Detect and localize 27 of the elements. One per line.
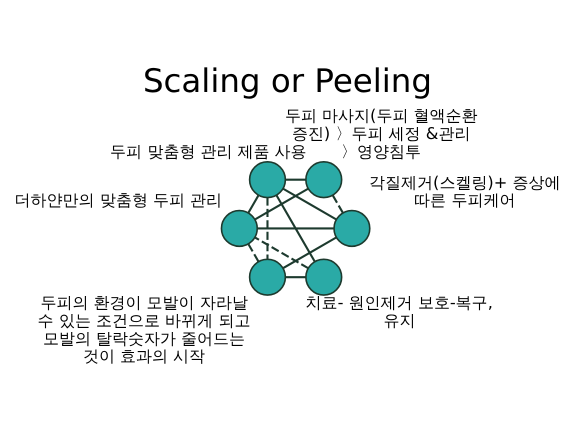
node-circle [305,160,342,198]
connector [332,194,344,213]
node-label: 두피 마사지(두피 혈액순환 [284,106,478,125]
connector [286,178,306,180]
node-label: 증진) 〉두피 세정 &관리 [292,124,470,143]
node-circle [220,209,258,247]
connector [276,194,316,262]
node-label: 각질제거(스켈링)+ 증상에 따른 두피케어 [369,172,560,210]
node-circle [305,258,342,296]
node-circle [248,258,286,296]
node-label: 치료- 원인제거 보호-복구, 유지 [306,292,493,330]
node-label: 두피 맞춤형 관리 제품 사용 [110,141,307,160]
connector [286,276,306,278]
connector [248,243,260,262]
connector [282,236,337,268]
connector [257,226,334,229]
connector [254,187,309,220]
node-label: 더하얀만의 맞춤형 두피 관리 [14,190,222,210]
node-circle [333,209,371,247]
connector [282,187,336,220]
connector [247,194,260,213]
diagram-title: Scaling or Peeling [142,61,432,100]
node-label: 〉영양침투 [341,141,422,160]
connector [254,236,309,269]
connector [266,197,269,258]
node-circle [248,160,286,198]
node-label: 두피의 환경이 모발이 자라날 수 있는 조건으로 바뀌게 되고 모발의 탈락숫자가 줄어드는 것이 효과의 시작 [38,292,250,366]
